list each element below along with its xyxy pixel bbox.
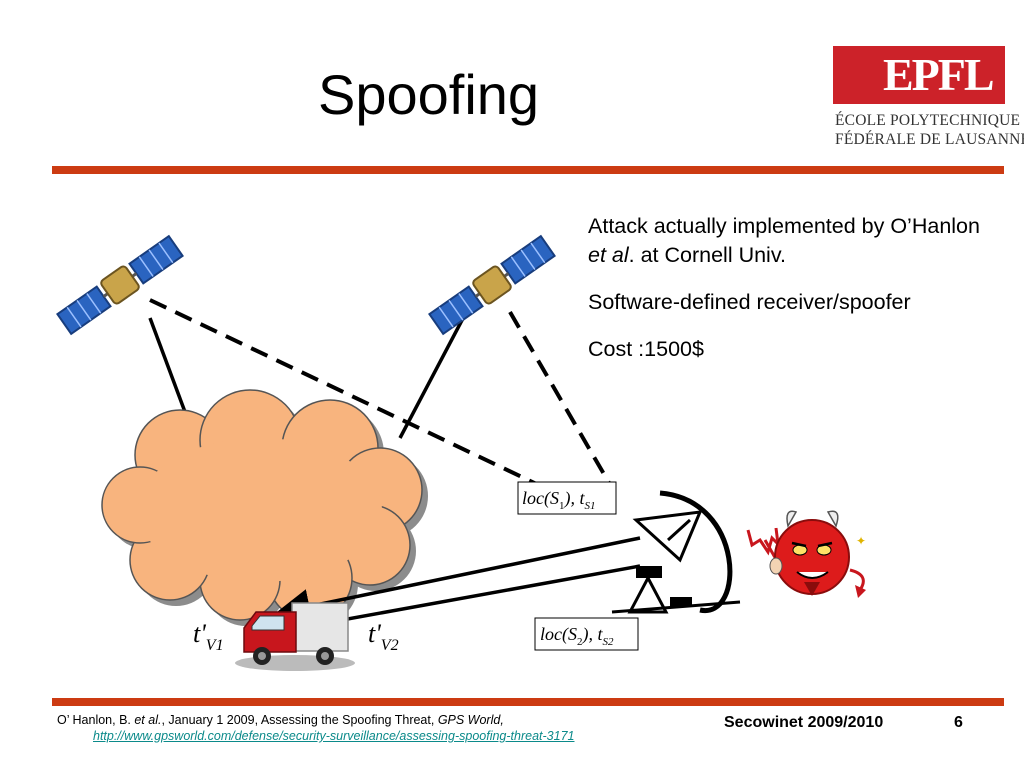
dish-antenna-icon — [611, 490, 741, 614]
satellite-icon — [56, 234, 184, 336]
satellite-icon — [428, 234, 556, 336]
label-box-s2 — [534, 617, 639, 651]
label-loc-s2: loc(S2), tS2 — [540, 624, 614, 648]
bullet-2: Software-defined receiver/spoofer — [588, 290, 911, 314]
truck-icon — [235, 602, 355, 671]
epfl-logo: EPFL ÉCOLE POLYTECHNIQUE FÉDÉRALE DE LAU… — [833, 46, 1024, 164]
link-sat2-cloud — [398, 304, 472, 439]
logo-line-1: ÉCOLE POLYTECHNIQUE — [835, 112, 1021, 129]
spoof-arrow-1 — [275, 536, 641, 624]
link-sat1-cloud — [148, 317, 190, 421]
slide-title: Spoofing — [318, 63, 540, 126]
bullet-1: Attack actually implemented by O’Hanlon … — [588, 214, 980, 267]
devil-icon: ✦ — [746, 510, 866, 598]
dashed-sat2-spoofer — [508, 310, 614, 490]
logo-red-box: EPFL — [833, 46, 1005, 104]
label-loc-s1: loc(S1), tS1 — [522, 488, 595, 512]
spoof-arrow-2 — [291, 564, 641, 641]
footer-citation: O’ Hanlon, B. et al., January 1 2009, As… — [57, 713, 504, 727]
bullet-3: Cost :1500$ — [588, 337, 704, 361]
bullet-list: Attack actually implemented by O’Hanlon … — [588, 212, 988, 382]
top-rule — [52, 166, 1004, 174]
bottom-rule — [52, 698, 1004, 706]
label-tv1: t'V1 — [193, 619, 224, 654]
cloud-shape — [101, 389, 428, 626]
logo-mark: EPFL — [883, 49, 995, 100]
logo-line-2: FÉDÉRALE DE LAUSANNE — [835, 131, 1024, 148]
label-tv2: t'V2 — [368, 619, 399, 654]
svg-text:✦: ✦ — [856, 534, 866, 548]
page-number: 6 — [954, 714, 963, 731]
label-box-s1 — [517, 481, 617, 515]
footer-url-link[interactable]: http://www.gpsworld.com/defense/security… — [93, 729, 575, 743]
dashed-sat1-spoofer — [149, 298, 546, 490]
footer-course-label: Secowinet 2009/2010 — [724, 714, 884, 731]
